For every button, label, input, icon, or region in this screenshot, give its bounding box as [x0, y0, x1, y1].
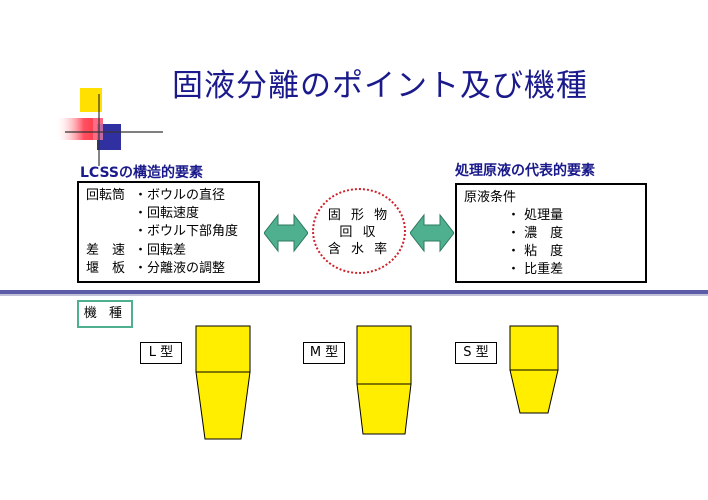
item-rotation-difference: ・回転差: [134, 243, 187, 258]
page-title: 固液分離のポイント及び機種: [172, 68, 588, 104]
key-points-circle: 固 形 物 回 収 含 水 率: [312, 188, 406, 274]
liquid-elements-heading: 処理原液の代表的要素: [455, 163, 595, 179]
models-label: 機 種: [77, 300, 133, 328]
type-l-label: L 型: [140, 342, 182, 364]
term-speed-difference: 差 速: [86, 243, 126, 258]
item-bowl-angle: ・ボウル下部角度: [134, 224, 239, 239]
term-rotating-cylinder: 回転筒: [86, 188, 126, 203]
item-separation-adjust: ・分離液の調整: [134, 261, 226, 276]
type-s-shape: [509, 325, 559, 414]
type-s-label: S 型: [455, 342, 497, 364]
type-l-shape: [195, 325, 251, 440]
liquid-elements-box: 原液条件 ・ 処理量 ・ 濃 度 ・ 粘 度 ・ 比重差: [455, 183, 647, 283]
section-divider: [0, 290, 708, 294]
double-arrow-right-icon: [410, 213, 454, 253]
type-m-shape: [356, 325, 412, 435]
item-viscosity: ・ 粘 度: [507, 244, 564, 259]
item-specific-gravity: ・ 比重差: [507, 262, 564, 277]
double-arrow-left-icon: [264, 213, 308, 253]
structural-elements-heading: LCSSの構造的要素: [80, 165, 203, 181]
type-m-label: M 型: [303, 342, 345, 364]
term-weir-plate: 堰 板: [86, 261, 126, 276]
circle-line-solids: 固 形 物: [327, 208, 391, 223]
item-concentration: ・ 濃 度: [507, 226, 564, 241]
circle-line-moisture: 含 水 率: [327, 242, 391, 257]
item-rotation-speed: ・回転速度: [134, 206, 200, 221]
item-bowl-diameter: ・ボウルの直径: [134, 188, 226, 203]
structural-elements-box: 回転筒 ・ボウルの直径 ・回転速度 ・ボウル下部角度 差 速 ・回転差 堰 板 …: [77, 181, 260, 283]
liquid-condition-label: 原液条件: [464, 190, 517, 205]
item-throughput: ・ 処理量: [507, 208, 564, 223]
circle-line-recovery: 回 収: [339, 225, 379, 240]
section-divider-shadow: [0, 294, 708, 296]
decorative-squares-icon: [55, 88, 163, 166]
